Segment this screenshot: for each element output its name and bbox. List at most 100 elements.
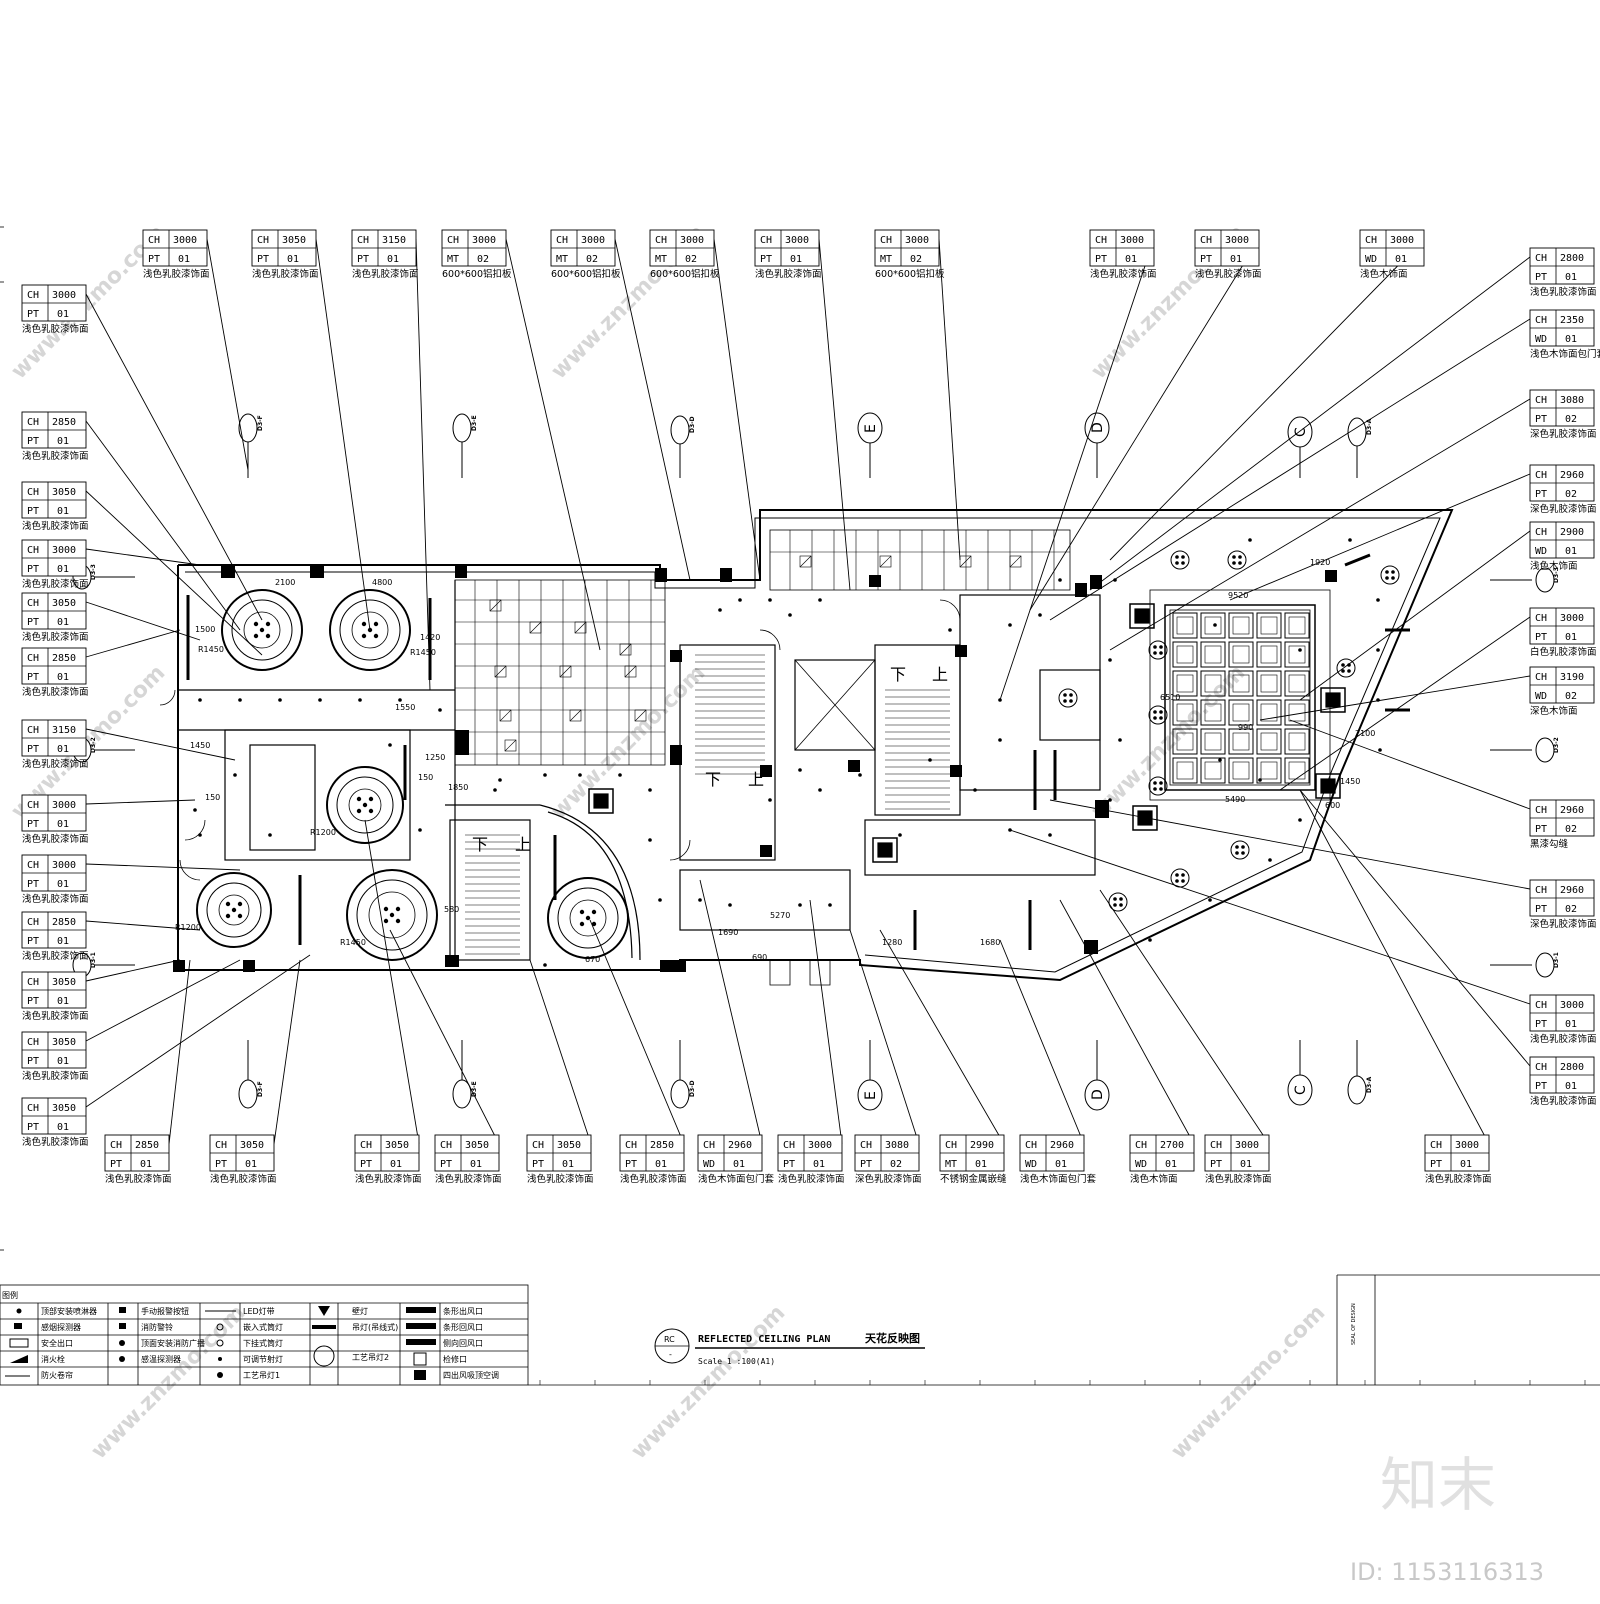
air-conditioner-core <box>1325 692 1341 708</box>
air-conditioner-icon <box>1132 805 1158 831</box>
circular-ceiling-inner <box>206 882 262 938</box>
lamp-dot <box>1385 570 1389 574</box>
lamp-dot <box>1119 903 1123 907</box>
tag-description: 600*600铝扣板 <box>650 268 720 280</box>
circular-ceiling-feature <box>196 872 272 948</box>
lamp-dot <box>1069 693 1073 697</box>
tag-ch-label: CH <box>27 977 39 988</box>
tag-material-code: WD <box>1535 691 1547 702</box>
lamp-dot <box>1159 781 1163 785</box>
watermark-id: ID: 1153116313 <box>1350 1558 1544 1586</box>
downlight-icon <box>1298 648 1302 652</box>
tag-material-code: PT <box>1535 632 1547 643</box>
coffered-ceiling <box>1164 604 1316 791</box>
leader-line <box>879 929 1005 1145</box>
ceiling-diffuser <box>879 555 892 568</box>
tag-material-code: MT <box>945 1159 957 1170</box>
leader-line <box>85 954 311 1108</box>
coffer-cell <box>1256 757 1282 784</box>
leader-line <box>999 238 1155 701</box>
downlight-icon <box>738 598 742 602</box>
tag-ch-value: 3080 <box>1560 395 1584 406</box>
tag-ch-value: 3000 <box>52 290 76 301</box>
tag-material-number: 01 <box>1565 1081 1577 1092</box>
tag-ch-value: 2960 <box>1050 1140 1074 1151</box>
coffer-cell <box>1284 757 1310 784</box>
legend-item-label: 检修口 <box>443 1354 467 1364</box>
structural-column <box>670 745 682 765</box>
dim-label: 1420 <box>420 633 440 642</box>
tag-ch-value: 2850 <box>650 1140 674 1151</box>
leader-line <box>818 238 851 591</box>
lamp-dot <box>1181 561 1185 565</box>
leader-line <box>1299 530 1531 701</box>
coffer-cell <box>1228 757 1254 784</box>
leader-line <box>1009 829 1531 1005</box>
tag-ch-value: 3050 <box>465 1140 489 1151</box>
axis-label-e: E <box>863 424 879 433</box>
lamp-dot <box>591 909 597 915</box>
coffer-inner <box>1232 645 1250 664</box>
tag-ch-value: 3000 <box>905 235 929 246</box>
tag-ch-label: CH <box>1535 885 1547 896</box>
tag-ch-value: 3190 <box>1560 672 1584 683</box>
tag-description: 浅色乳胶漆饰面 <box>22 758 89 770</box>
stair-down-label: 下 <box>890 665 906 684</box>
tag-ch-label: CH <box>1535 1000 1547 1011</box>
coffer-cell <box>1256 670 1282 697</box>
pendant-light-icon <box>1148 776 1168 796</box>
structural-column <box>1075 583 1087 597</box>
ceiling-diffuser-slash <box>499 709 512 722</box>
lamp-dot <box>1153 651 1157 655</box>
leader-line <box>85 548 201 566</box>
tag-material-code: PT <box>1200 254 1212 265</box>
tag-ch-label: CH <box>1200 235 1212 246</box>
tag-ch-label: CH <box>27 487 39 498</box>
lamp-dot <box>361 633 367 639</box>
downlight-icon <box>388 743 392 747</box>
section-label: D3-A <box>1366 1076 1373 1093</box>
tag-ch-value: 2960 <box>728 1140 752 1151</box>
tag-material-code: PT <box>27 436 39 447</box>
tag-material-code: PT <box>1535 1081 1547 1092</box>
downlight-icon <box>1048 833 1052 837</box>
circular-ceiling-feature <box>547 877 629 959</box>
lamp-dot <box>1063 699 1067 703</box>
downlight-icon <box>898 833 902 837</box>
ceiling-diffuser-slash <box>504 739 517 752</box>
section-label: D3-3 <box>1553 567 1560 583</box>
downlight-icon <box>238 698 242 702</box>
coffer-inner <box>1288 645 1306 664</box>
lamp-dot <box>1175 879 1179 883</box>
coffer-inner <box>1260 616 1278 635</box>
section-label: D3-A <box>1366 418 1373 435</box>
tag-material-number: 02 <box>1565 904 1577 915</box>
circular-ceiling-inner <box>356 879 428 951</box>
tag-ch-label: CH <box>110 1140 122 1151</box>
tag-material-number: 02 <box>910 254 922 265</box>
leader-line <box>699 879 763 1145</box>
tag-material-number: 01 <box>57 1056 69 1067</box>
tag-material-number: 01 <box>975 1159 987 1170</box>
tag-ch-label: CH <box>360 1140 372 1151</box>
tag-material-code: PT <box>1535 824 1547 835</box>
pendant-light-icon <box>1227 550 1247 570</box>
tag-description: 浅色乳胶漆饰面 <box>252 268 319 280</box>
structural-column <box>1090 575 1102 589</box>
downlight-icon <box>928 758 932 762</box>
tag-description: 浅色乳胶漆饰面 <box>22 450 89 462</box>
lamp-dot <box>356 808 362 814</box>
air-conditioner-core <box>593 793 609 809</box>
leader-line <box>1099 889 1270 1145</box>
dim-label: 9520 <box>1228 591 1248 600</box>
lamp-dot <box>1153 710 1157 714</box>
lamp-dot <box>1175 555 1179 559</box>
tag-material-number: 01 <box>1565 632 1577 643</box>
circular-ceiling-inner <box>339 599 401 661</box>
pendant-light-icon <box>1336 658 1356 678</box>
lamp-dot <box>231 907 237 913</box>
tag-ch-value: 2960 <box>1560 805 1584 816</box>
lamp-dot <box>1063 693 1067 697</box>
